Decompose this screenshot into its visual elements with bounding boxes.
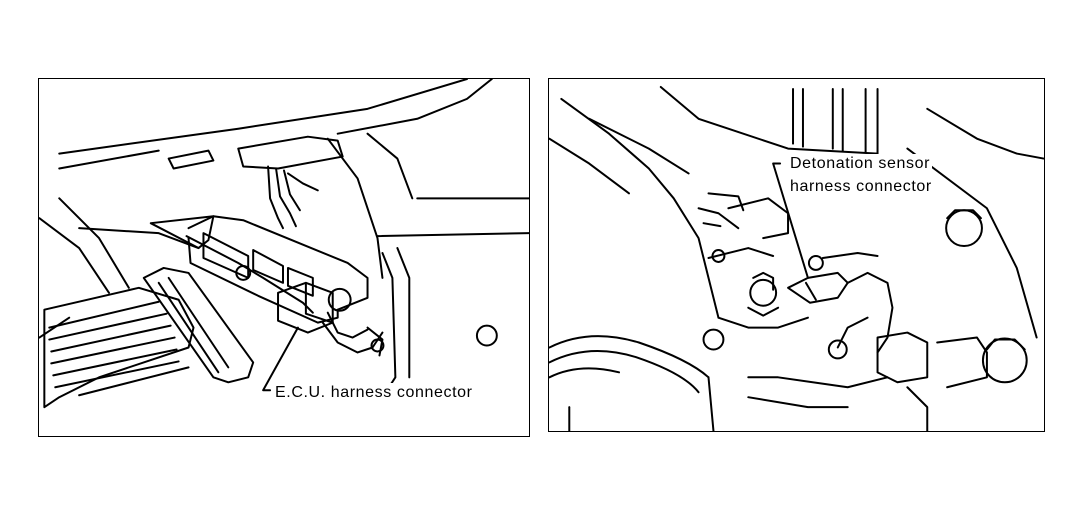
detonation-sensor-label-line1: Detonation sensor bbox=[788, 154, 933, 173]
detonation-sensor-diagram-panel: Detonation sensor harness connector bbox=[548, 78, 1045, 432]
detonation-sensor-label-line2: harness connector bbox=[788, 177, 934, 196]
ecu-diagram-panel: E.C.U. harness connector bbox=[38, 78, 530, 437]
detonation-sensor-illustration bbox=[549, 85, 1044, 431]
ecu-harness-connector-label: E.C.U. harness connector bbox=[273, 383, 475, 402]
